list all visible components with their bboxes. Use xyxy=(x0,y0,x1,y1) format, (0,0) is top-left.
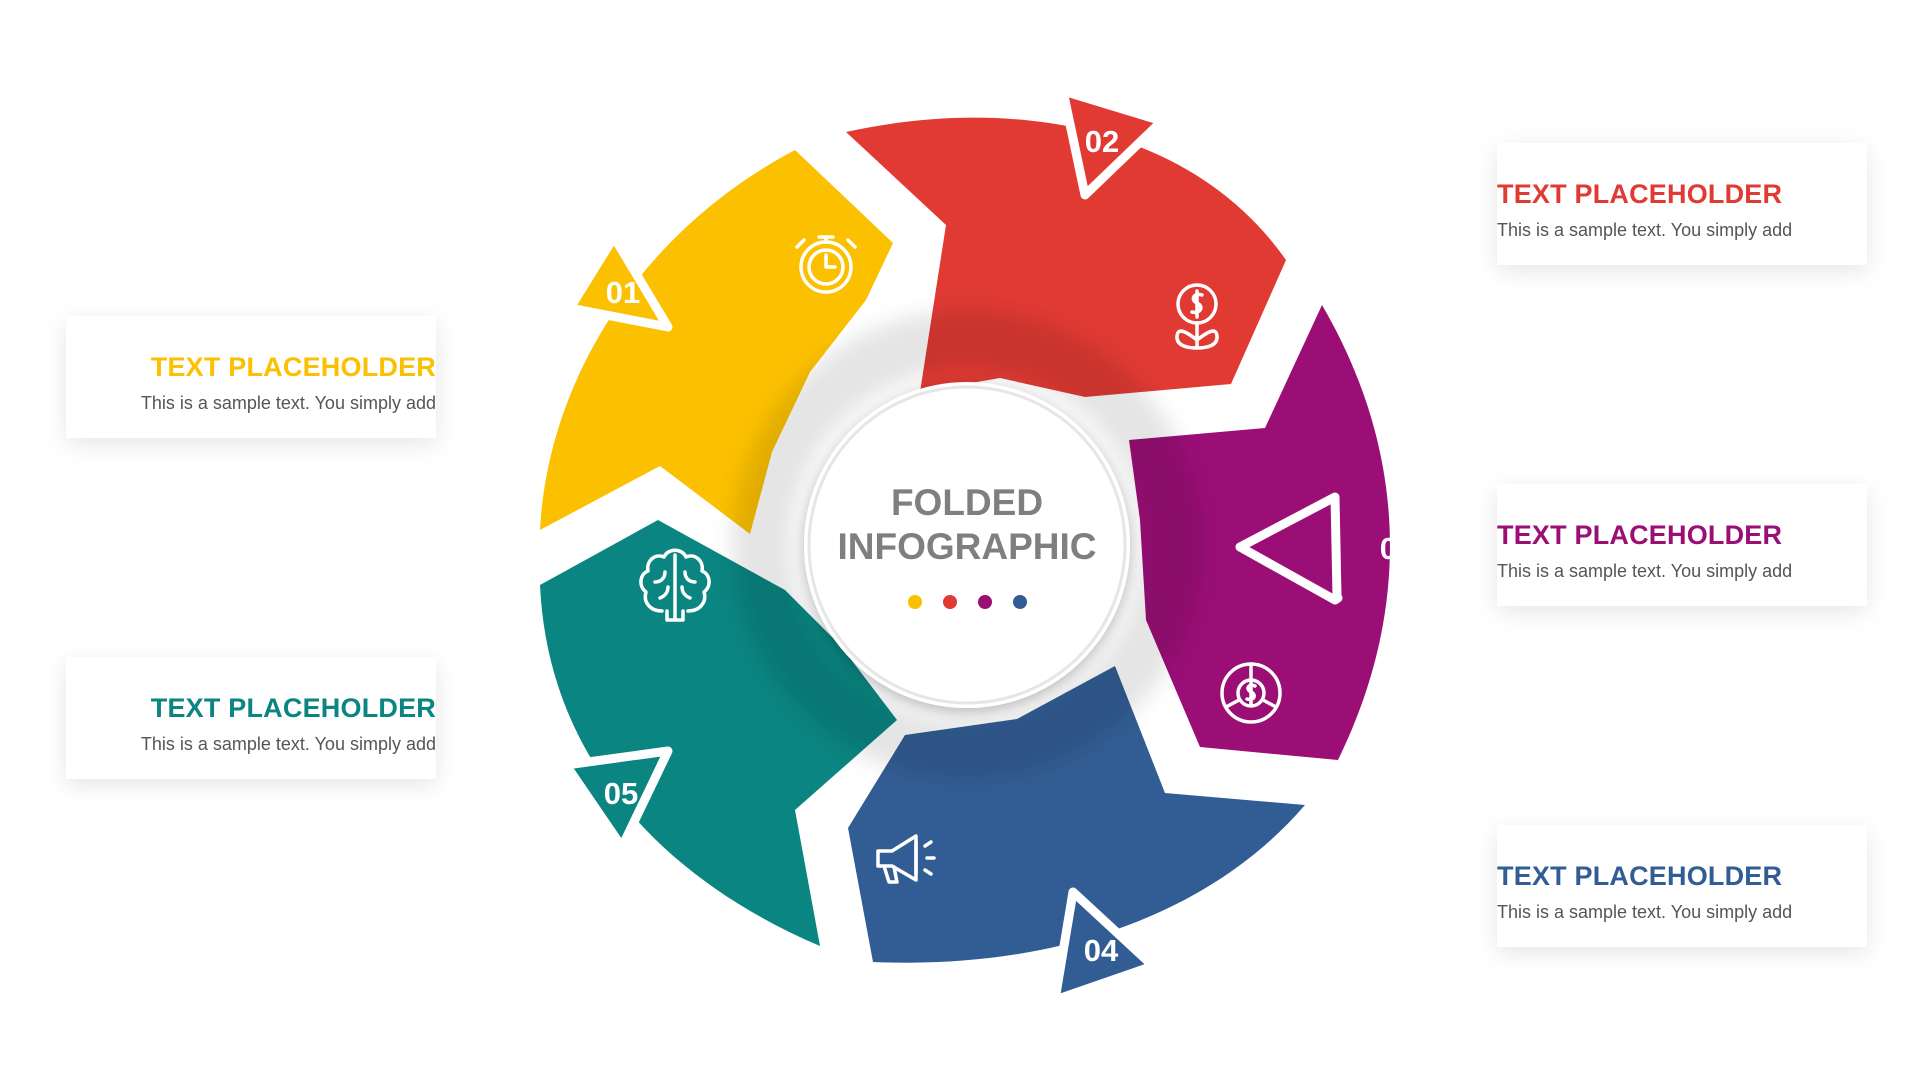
text-card-05: TEXT PLACEHOLDER This is a sample text. … xyxy=(66,657,436,779)
megaphone-icon xyxy=(876,834,936,884)
card-text-05: This is a sample text. You simply add xyxy=(140,734,436,754)
center-title-line2: INFOGRAPHIC xyxy=(838,526,1097,567)
center-dot-yellow xyxy=(908,595,922,609)
card-text-04: This is a sample text. You simply add xyxy=(1497,902,1793,922)
step-number-04: 04 xyxy=(1084,933,1119,968)
center-disc-ring xyxy=(807,385,1127,705)
text-card-03: TEXT PLACEHOLDER This is a sample text. … xyxy=(1497,484,1867,606)
card-title-03: TEXT PLACEHOLDER xyxy=(1497,520,1783,550)
badge-01: 01 xyxy=(565,232,673,332)
center-dot-purple xyxy=(978,595,992,609)
center-dot-red xyxy=(943,595,957,609)
text-card-02: TEXT PLACEHOLDER This is a sample text. … xyxy=(1497,143,1867,265)
center-title-line1: FOLDED xyxy=(891,482,1043,523)
card-title-02: TEXT PLACEHOLDER xyxy=(1497,179,1783,209)
step-number-02: 02 xyxy=(1085,124,1119,159)
brain-icon xyxy=(639,548,711,622)
card-title-05: TEXT PLACEHOLDER xyxy=(150,693,436,723)
segment-01 xyxy=(540,150,893,534)
stopwatch-icon xyxy=(795,235,857,294)
fold-shadow-ring xyxy=(732,310,1202,780)
badge-05: 05 xyxy=(561,746,673,852)
step-number-05: 05 xyxy=(604,776,638,811)
center-disc xyxy=(804,382,1130,708)
card-text-02: This is a sample text. You simply add xyxy=(1497,220,1793,240)
card-title-01: TEXT PLACEHOLDER xyxy=(150,352,436,382)
dollar-cycle-icon xyxy=(1220,662,1282,724)
step-number-03: 03 xyxy=(1380,531,1414,566)
card-text-03: This is a sample text. You simply add xyxy=(1497,561,1793,581)
text-card-04: TEXT PLACEHOLDER This is a sample text. … xyxy=(1497,825,1867,947)
card-title-04: TEXT PLACEHOLDER xyxy=(1497,861,1783,891)
badge-02: 02 xyxy=(1058,86,1167,200)
badge-03: 03 xyxy=(1235,492,1414,605)
text-card-01: TEXT PLACEHOLDER This is a sample text. … xyxy=(66,316,436,438)
step-number-01: 01 xyxy=(606,275,640,310)
money-plant-icon xyxy=(1175,283,1219,350)
center-dot-blue xyxy=(1013,595,1027,609)
badge-04: 04 xyxy=(1050,887,1158,1005)
card-text-01: This is a sample text. You simply add xyxy=(140,393,436,413)
